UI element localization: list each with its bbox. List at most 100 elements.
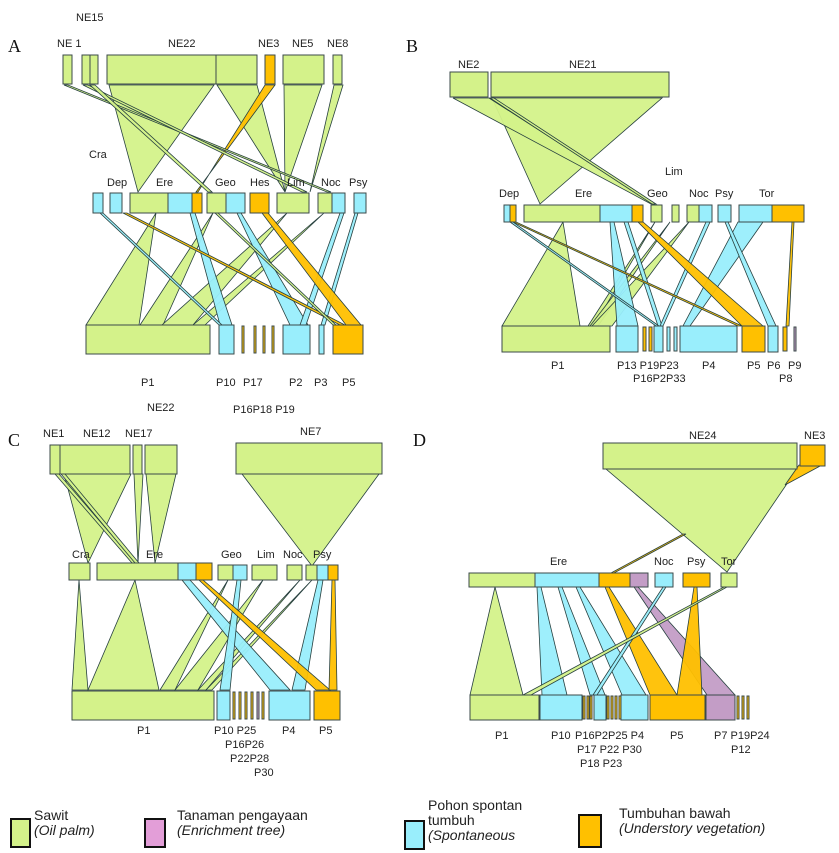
node-p7-d[interactable]	[705, 694, 736, 721]
node-p17b-a[interactable]	[253, 325, 257, 354]
node-psy-oil-c[interactable]	[305, 564, 318, 581]
node-p23-d[interactable]	[614, 695, 618, 720]
node-dep-spon-b[interactable]	[503, 204, 511, 223]
node-p4-b[interactable]	[679, 325, 738, 353]
node-p12-d[interactable]	[741, 695, 745, 720]
node-ne2-b[interactable]	[449, 71, 489, 98]
node-geo-spon-c[interactable]	[232, 564, 248, 581]
node-noc-d[interactable]	[654, 572, 674, 588]
node-p22-d[interactable]	[610, 695, 614, 720]
node-p5-d[interactable]	[649, 694, 706, 721]
node-p24-d[interactable]	[746, 695, 750, 720]
node-p5-a[interactable]	[332, 324, 364, 355]
node-psy-under-c[interactable]	[327, 564, 339, 581]
node-p1-d[interactable]	[469, 694, 540, 721]
node-ere-oil-b[interactable]	[523, 204, 601, 223]
node-ere-spon-c[interactable]	[177, 562, 197, 581]
node-ne12-c[interactable]	[59, 444, 131, 475]
node-noc-c[interactable]	[286, 564, 303, 581]
node-p10-d[interactable]	[539, 694, 583, 721]
node-p22-c[interactable]	[250, 691, 254, 720]
node-ne7-c[interactable]	[235, 442, 383, 475]
node-p1-a[interactable]	[85, 324, 211, 355]
node-p25-c[interactable]	[232, 691, 236, 720]
node-ne8-a[interactable]	[332, 54, 343, 85]
node-psy-b[interactable]	[717, 204, 732, 223]
node-p8-b[interactable]	[782, 326, 788, 352]
node-p1-b[interactable]	[501, 325, 611, 353]
node-ne1-a[interactable]	[62, 54, 73, 85]
node-ere-spon-a[interactable]	[167, 192, 193, 214]
node-ere-under-d[interactable]	[598, 572, 631, 588]
node-p23-b[interactable]	[666, 326, 671, 352]
node-ne21-b[interactable]	[490, 71, 670, 98]
node-ere-under-b[interactable]	[631, 204, 644, 223]
node-p3-a[interactable]	[318, 324, 325, 355]
node-ere-under-c[interactable]	[195, 562, 213, 581]
node-p18-d[interactable]	[589, 695, 593, 720]
node-dep-under-b[interactable]	[509, 204, 517, 223]
node-ne22-c[interactable]	[144, 444, 178, 475]
node-ne3-d[interactable]	[799, 444, 826, 467]
node-ere-spon-d[interactable]	[534, 572, 600, 588]
node-noc-oil-a[interactable]	[317, 192, 333, 214]
node-p16-b[interactable]	[648, 326, 653, 352]
node-ere-under-a[interactable]	[191, 192, 203, 214]
node-noc-oil-b[interactable]	[686, 204, 700, 223]
node-ne15a-a[interactable]	[81, 54, 91, 85]
node-p4-c[interactable]	[268, 690, 311, 721]
node-p2-b[interactable]	[653, 325, 664, 353]
node-ere-enrich-d[interactable]	[629, 572, 649, 588]
node-ne17-c[interactable]	[132, 444, 143, 475]
node-noc-spon-b[interactable]	[698, 204, 713, 223]
node-p10-c[interactable]	[216, 690, 231, 721]
node-ere-oil-d[interactable]	[468, 572, 536, 588]
node-ere-spon-b[interactable]	[599, 204, 633, 223]
node-ne5-a[interactable]	[282, 54, 325, 85]
node-tor-under-b[interactable]	[771, 204, 805, 223]
node-p13-b[interactable]	[615, 325, 639, 353]
node-tor-d[interactable]	[720, 572, 738, 588]
node-p17a-a[interactable]	[241, 325, 245, 354]
node-p9-b[interactable]	[793, 326, 797, 352]
node-p19-d[interactable]	[736, 695, 740, 720]
node-p17d-a[interactable]	[271, 325, 275, 354]
node-ne22b-a[interactable]	[215, 54, 258, 85]
node-p5-c[interactable]	[313, 690, 341, 721]
node-psy-spon-c[interactable]	[316, 564, 329, 581]
node-ne1-c[interactable]	[49, 444, 61, 475]
node-p10-a[interactable]	[218, 324, 235, 355]
node-lim-a[interactable]	[276, 192, 310, 214]
node-geo-spon-a[interactable]	[225, 192, 246, 214]
node-p28-c[interactable]	[256, 691, 260, 720]
node-p17-d[interactable]	[586, 695, 590, 720]
node-tor-spon-b[interactable]	[738, 204, 773, 223]
node-psy-a[interactable]	[353, 192, 367, 214]
node-p1-c[interactable]	[71, 690, 215, 721]
node-ne24-d[interactable]	[602, 442, 798, 470]
node-cra-c[interactable]	[68, 562, 91, 581]
node-dep-a[interactable]	[109, 192, 123, 214]
node-p2-d[interactable]	[593, 694, 607, 721]
node-p25-d[interactable]	[606, 695, 610, 720]
node-ne15b-a[interactable]	[89, 54, 99, 85]
node-geo-oil-a[interactable]	[206, 192, 227, 214]
node-cra-a[interactable]	[92, 192, 104, 214]
node-p30-c[interactable]	[261, 691, 265, 720]
node-p16-c[interactable]	[238, 691, 242, 720]
node-ere-oil-a[interactable]	[129, 192, 169, 214]
node-geo-oil-c[interactable]	[217, 564, 234, 581]
node-p26-c[interactable]	[244, 691, 248, 720]
node-p5-b[interactable]	[741, 325, 766, 353]
node-geo-b[interactable]	[650, 204, 663, 223]
node-psy-d[interactable]	[682, 572, 711, 588]
node-p2-a[interactable]	[282, 324, 311, 355]
node-lim-b[interactable]	[671, 204, 680, 223]
node-p19-b[interactable]	[642, 326, 647, 352]
node-ne3-a[interactable]	[264, 54, 276, 85]
node-p33-b[interactable]	[673, 326, 678, 352]
node-hes-a[interactable]	[249, 192, 270, 214]
node-lim-c[interactable]	[251, 564, 278, 581]
node-ere-oil-c[interactable]	[96, 562, 179, 581]
node-p17c-a[interactable]	[262, 325, 266, 354]
